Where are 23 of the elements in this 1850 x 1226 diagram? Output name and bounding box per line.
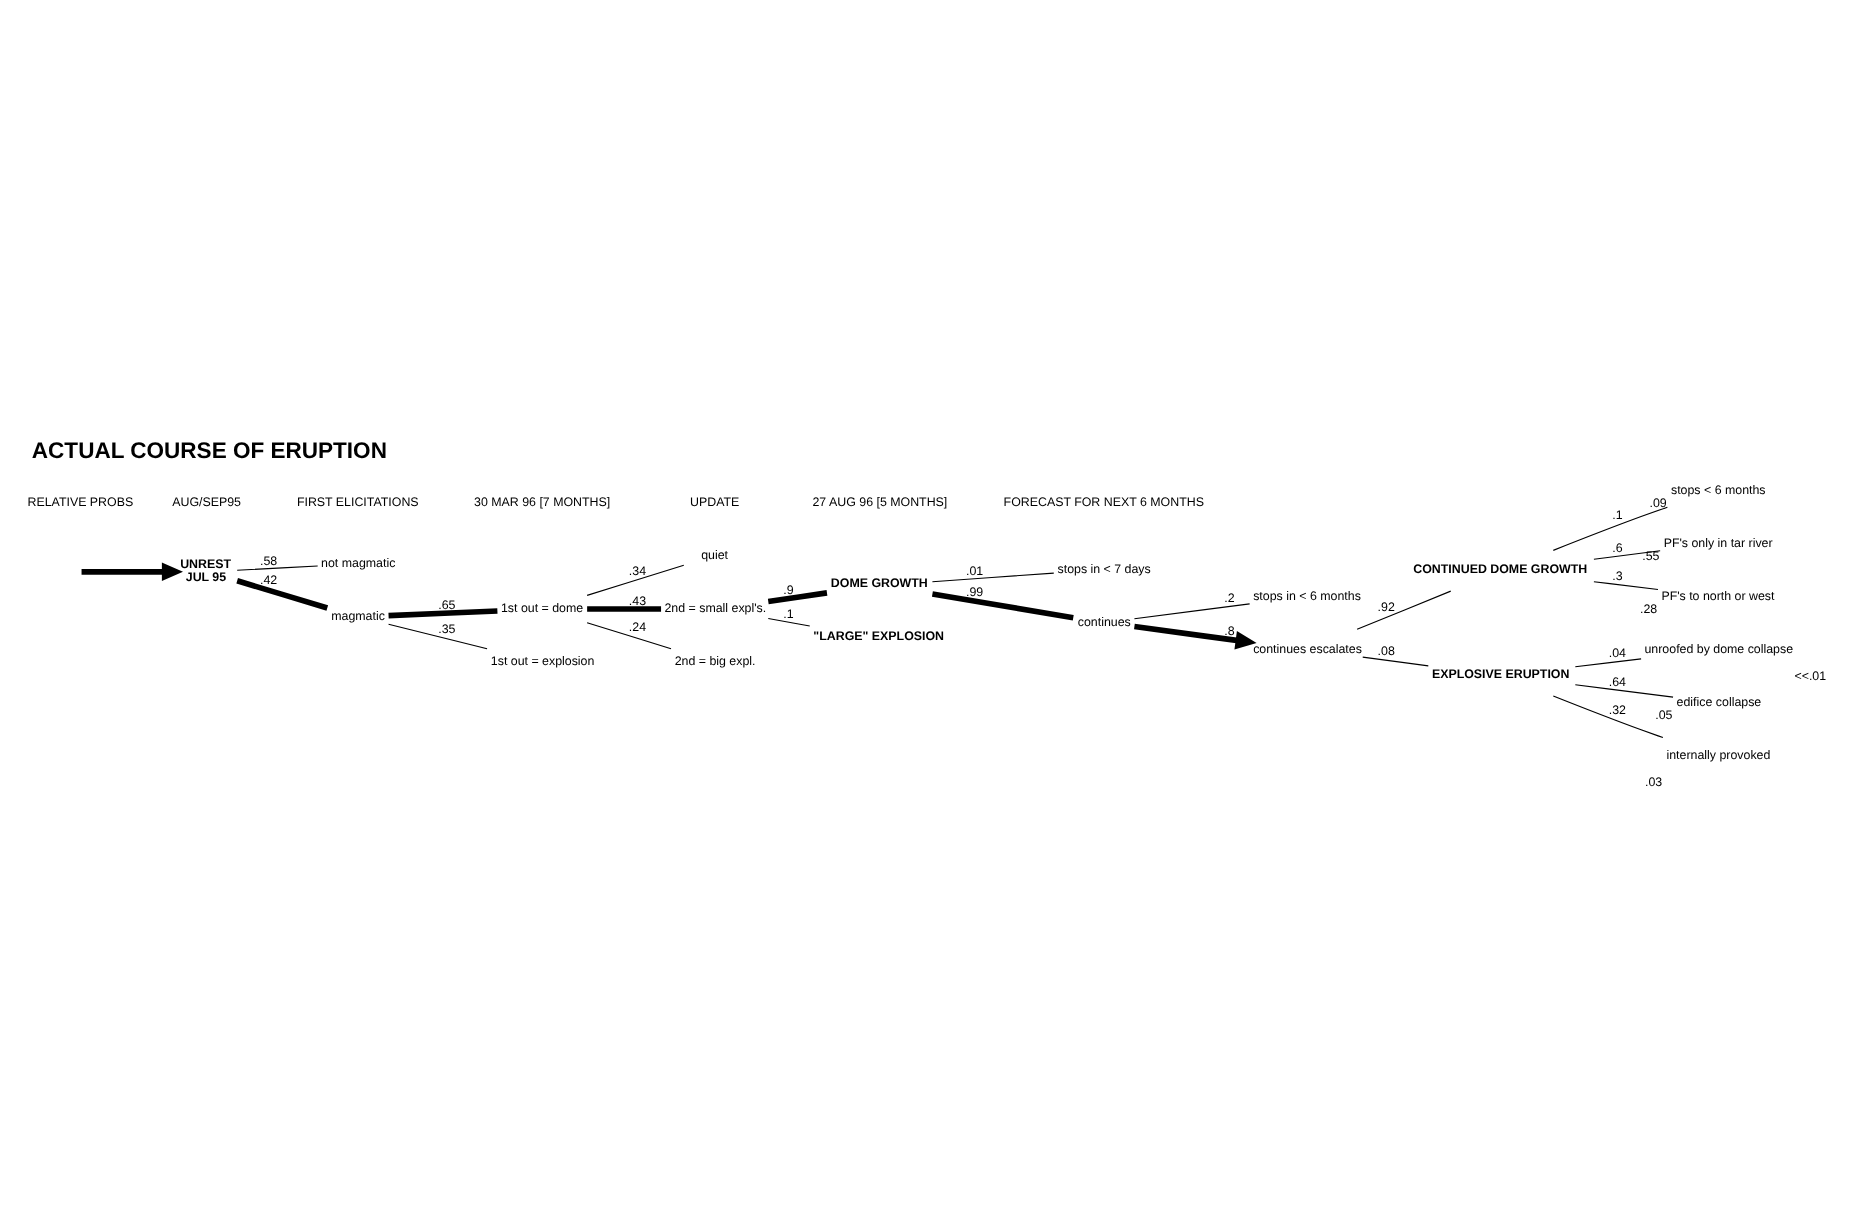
connector xyxy=(1574,684,1674,698)
connector xyxy=(931,572,1055,583)
connector xyxy=(586,622,672,650)
connector xyxy=(388,623,488,650)
connector xyxy=(1362,656,1429,667)
connector xyxy=(1593,550,1661,560)
connector xyxy=(587,606,662,612)
connector xyxy=(388,608,498,619)
connector xyxy=(767,617,811,627)
connector xyxy=(1593,581,1659,591)
connector xyxy=(586,564,685,596)
connector xyxy=(236,565,319,571)
connector xyxy=(1552,506,1668,551)
connector xyxy=(1552,695,1664,739)
connector xyxy=(236,578,329,611)
connector xyxy=(1133,603,1251,620)
connector xyxy=(767,590,828,605)
arrow xyxy=(81,562,183,582)
connector xyxy=(1574,658,1642,668)
connector xyxy=(931,591,1074,621)
diagram-title: ACTUAL COURSE OF ERUPTION xyxy=(31,439,387,464)
connector xyxy=(1356,590,1452,630)
arrow xyxy=(1134,623,1257,650)
